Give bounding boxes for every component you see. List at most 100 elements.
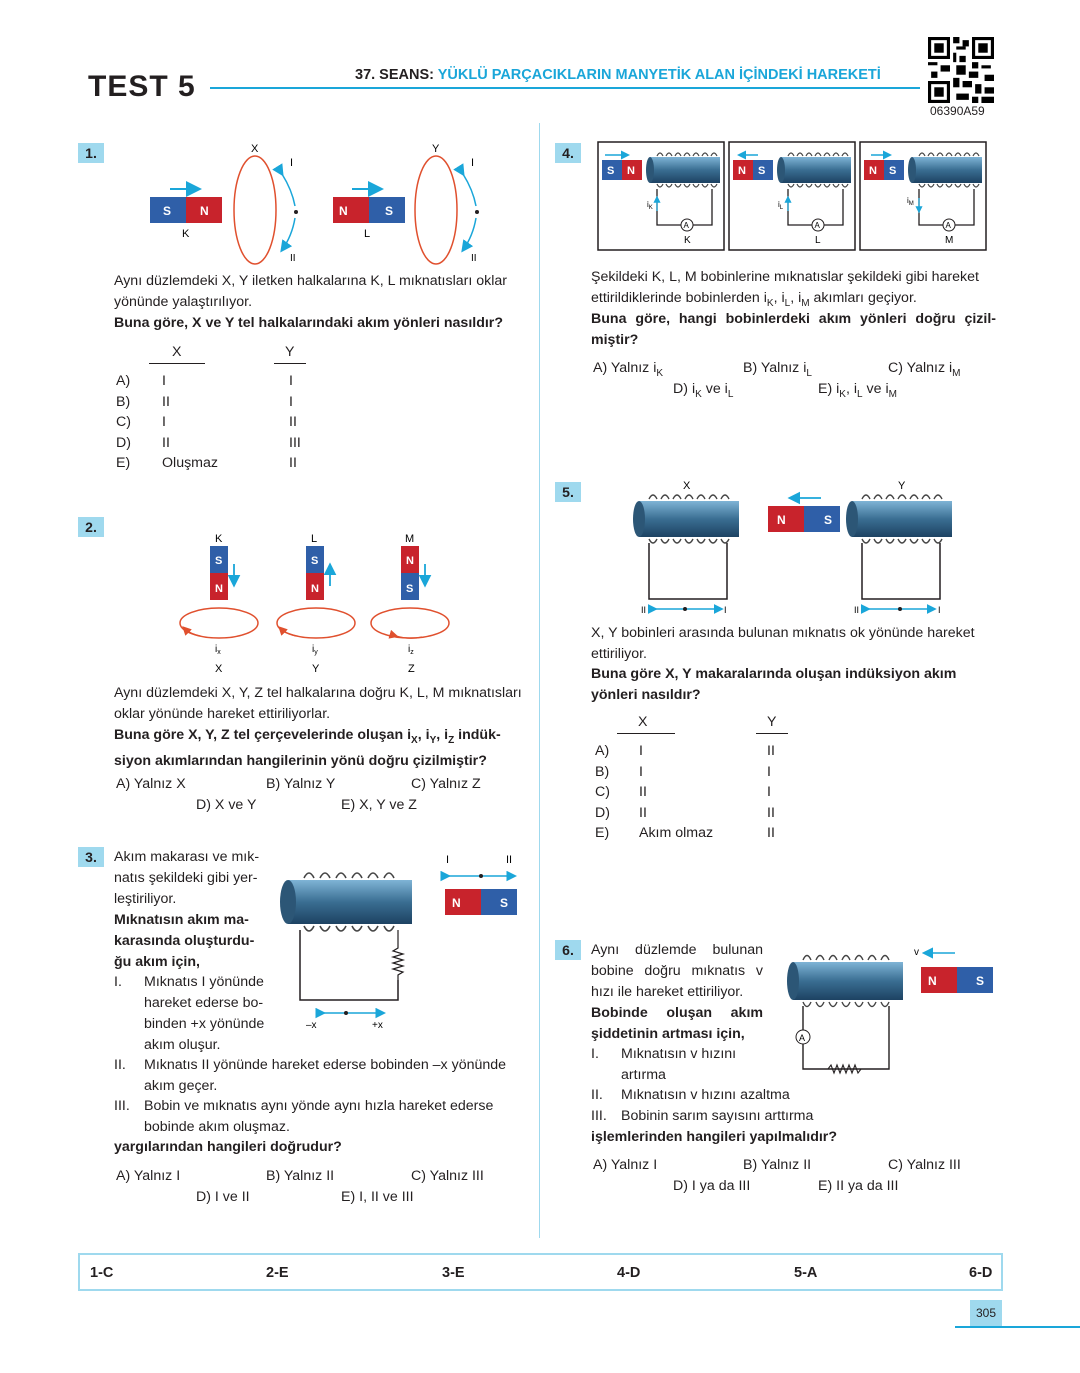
q1-option-3-col-y: II [289, 414, 297, 431]
q3-option-d[interactable]: D) I ve II [196, 1189, 250, 1205]
q4-text: Şekildeki K, L, M bobinlerine mıknatısla… [591, 269, 979, 309]
magnet-k-s: S [163, 204, 171, 218]
question-1-number: 1. [78, 143, 104, 163]
coil-y-label: Y [898, 480, 906, 492]
q3-option-a[interactable]: A) Yalnız I [116, 1168, 181, 1184]
q3-statement-iii: III. Bobin ve mıknatıs aynı yönde aynı h… [114, 1098, 494, 1135]
q6-intro: Aynı düzlemde bulunan bobine doğru mıkna… [591, 942, 763, 1042]
page-number: 305 [970, 1300, 1002, 1326]
ring-y-dir-ii: II [471, 253, 477, 264]
q2-option-b[interactable]: B) Yalnız Y [266, 776, 336, 792]
svg-text:S: S [889, 165, 896, 177]
page-number-rule [955, 1326, 1080, 1328]
q5-option-3-letter[interactable]: C) [595, 784, 610, 801]
current-iy: iy [312, 644, 318, 656]
svg-text:N: N [738, 165, 746, 177]
coil-k-label: K [684, 235, 691, 246]
x-dir-i: I [724, 605, 727, 615]
q3-option-b[interactable]: B) Yalnız II [266, 1168, 335, 1184]
y-dir-ii: II [854, 605, 859, 615]
svg-text:N: N [311, 583, 319, 595]
question-5-number: 5. [555, 482, 581, 502]
ring-y-label: Y [432, 143, 440, 155]
q2-text: Aynı düzlemdeki X, Y, Z tel halkalarına … [114, 685, 522, 722]
q5-option-3-col-x: II [639, 784, 647, 801]
q5-option-4-letter[interactable]: D) [595, 804, 610, 821]
qr-code-icon[interactable] [928, 37, 994, 103]
q5-option-5-col-x: Akım olmaz [639, 825, 714, 842]
q5-option-2-letter[interactable]: B) [595, 763, 610, 780]
svg-text:S: S [500, 896, 508, 910]
x-dir-ii: II [641, 605, 646, 615]
coil-m-label: M [945, 235, 953, 246]
q1-option-5-col-y: II [289, 455, 297, 472]
svg-text:S: S [976, 974, 984, 988]
q6-option-a[interactable]: A) Yalnız I [593, 1157, 658, 1173]
q1-option-4-letter[interactable]: D) [116, 434, 131, 451]
q6-option-c[interactable]: C) Yalnız III [888, 1157, 961, 1173]
q4-option-b[interactable]: B) Yalnız iL [743, 360, 812, 379]
question-6-number: 6. [555, 940, 581, 960]
magnet-l-s: S [385, 204, 393, 218]
q4-question: Buna göre, hangi bobinlerdeki akım yönle… [591, 311, 996, 348]
answer-3: 3-E [442, 1265, 465, 1281]
q3-statement-ii: II. Mıknatıs II yönünde hareket ederse b… [114, 1057, 507, 1094]
q3-question: yargılarından hangileri doğrudur? [114, 1139, 342, 1155]
q1-col-y: Y [285, 344, 295, 360]
q4-option-e[interactable]: E) iK, iL ve iM [818, 381, 897, 400]
q6-question: işlemlerinden hangileri yapılmalıdır? [591, 1129, 837, 1145]
q1-option-1-col-x: I [162, 373, 166, 389]
q5-option-5-letter[interactable]: E) [595, 825, 610, 842]
q3-option-c[interactable]: C) Yalnız III [411, 1168, 484, 1184]
svg-text:N: N [452, 896, 461, 910]
q5-option-1-col-x: I [639, 743, 643, 759]
q1-option-1-letter[interactable]: A) [116, 373, 131, 389]
svg-text:S: S [607, 165, 614, 177]
y-dir-i: I [938, 605, 941, 615]
q2-option-a[interactable]: A) Yalnız X [116, 776, 186, 792]
q1-option-3-letter[interactable]: C) [116, 414, 131, 431]
answer-5: 5-A [794, 1265, 818, 1281]
current-ik: iK [647, 200, 653, 211]
q4-option-a[interactable]: A) Yalnız iK [593, 360, 664, 379]
column-divider [539, 123, 540, 1238]
q1-text: Aynı düzlemdeki X, Y iletken halkalarına… [114, 273, 507, 310]
q2-option-c[interactable]: C) Yalnız Z [411, 776, 481, 792]
svg-text:S: S [311, 555, 318, 567]
q3-option-e[interactable]: E) I, II ve III [341, 1189, 414, 1205]
question-3-number: 3. [78, 847, 104, 867]
q1-option-2-col-x: II [162, 393, 170, 410]
session-number: 37. SEANS: [355, 67, 434, 83]
axis-plus-x: +x [372, 1020, 383, 1031]
q4-figure: S N iK A K N S iL A L N S iM A [597, 141, 987, 251]
q6-statement-ii: II. Mıknatısın v hızını azaltma [591, 1087, 790, 1103]
ring-x-dir-ii: II [290, 253, 296, 264]
q2-option-e[interactable]: E) X, Y ve Z [341, 797, 417, 813]
question-2-number: 2. [78, 517, 104, 537]
q2-option-d[interactable]: D) X ve Y [196, 797, 257, 813]
q1-option-2-letter[interactable]: B) [116, 393, 131, 410]
q5-option-3-col-y: I [767, 784, 771, 801]
magnet-l-n: N [339, 204, 348, 218]
q2-question: Buna göre X, Y, Z tel çerçevelerinde olu… [114, 727, 501, 769]
q6-option-e[interactable]: E) II ya da III [818, 1178, 899, 1194]
answer-4: 4-D [617, 1265, 641, 1281]
coil-x-label: X [683, 480, 691, 492]
q6-option-b[interactable]: B) Yalnız II [743, 1157, 812, 1173]
q6-option-d[interactable]: D) I ya da III [673, 1178, 751, 1194]
magnet-l-label: L [364, 228, 370, 240]
session-heading: 37. SEANS: YÜKLÜ PARÇACIKLARIN MANYETİK … [355, 67, 881, 83]
q1-option-3-col-x: I [162, 414, 166, 431]
current-im: iM [907, 196, 914, 207]
magnet-l-label: L [311, 533, 317, 545]
answer-1: 1-C [90, 1265, 114, 1281]
q4-option-d[interactable]: D) iK ve iL [673, 381, 734, 400]
q1-option-5-letter[interactable]: E) [116, 455, 131, 472]
question-4-number: 4. [555, 143, 581, 163]
ring-z-label: Z [408, 663, 415, 675]
q5-option-1-letter[interactable]: A) [595, 743, 610, 759]
q4-option-c[interactable]: C) Yalnız iM [888, 360, 961, 379]
q5-col-x: X [638, 714, 648, 730]
svg-text:S: S [758, 165, 765, 177]
